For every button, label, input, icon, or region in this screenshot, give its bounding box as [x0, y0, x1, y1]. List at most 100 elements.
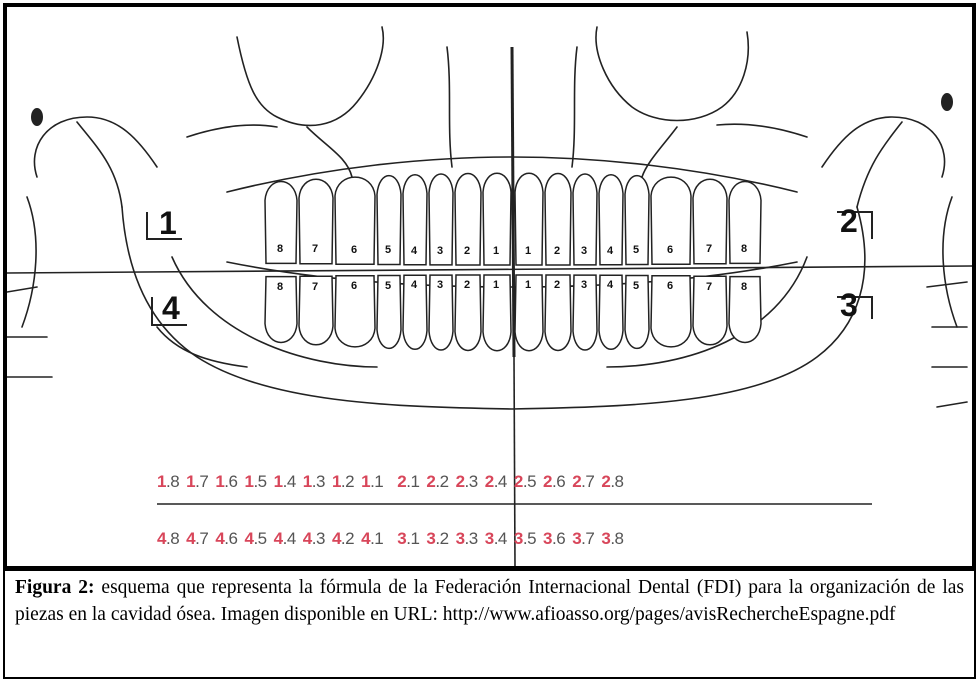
fdi-tooth-digit: .6 — [224, 472, 237, 491]
fdi-quadrant-digit: 1 — [361, 472, 370, 491]
fdi-code: 3.2 — [426, 529, 448, 549]
fdi-quadrant-digit: 1 — [157, 472, 166, 491]
fdi-tooth-digit: .7 — [195, 472, 208, 491]
fdi-quadrant-digit: 3 — [397, 529, 406, 548]
fdi-quadrant-digit: 4 — [274, 529, 283, 548]
fdi-tooth-digit: .2 — [435, 472, 448, 491]
fdi-quadrant-digit: 3 — [572, 529, 581, 548]
fdi-tooth-digit: .1 — [406, 529, 419, 548]
fdi-tooth-digit: .5 — [523, 472, 536, 491]
fdi-code: 2.7 — [572, 472, 594, 492]
fdi-tooth-digit: .2 — [435, 529, 448, 548]
fdi-code: 4.3 — [303, 529, 325, 549]
fdi-upper-row: 1.81.71.61.51.41.31.21.12.12.22.32.42.52… — [157, 472, 857, 492]
fdi-quadrant-digit: 1 — [186, 472, 195, 491]
fdi-tooth-digit: .7 — [195, 529, 208, 548]
fdi-quadrant-digit: 2 — [456, 472, 465, 491]
fdi-quadrant-digit: 2 — [572, 472, 581, 491]
tooth-number: 5 — [633, 280, 639, 292]
fdi-code: 3.4 — [485, 529, 507, 549]
tooth-number: 6 — [667, 280, 673, 292]
tooth-number: 4 — [411, 245, 417, 257]
fdi-code: 4.6 — [215, 529, 237, 549]
caption-text: esquema que representa la fórmula de la … — [15, 577, 964, 625]
fdi-quadrant-digit: 4 — [303, 529, 312, 548]
fdi-lower-row: 4.84.74.64.54.44.34.24.13.13.23.33.43.53… — [157, 529, 857, 549]
fdi-code: 4.8 — [157, 529, 179, 549]
fdi-code: 3.1 — [397, 529, 419, 549]
fdi-quadrant-digit: 3 — [601, 529, 610, 548]
fdi-code: 1.8 — [157, 472, 179, 492]
fdi-code: 2.5 — [514, 472, 536, 492]
fdi-tooth-digit: .2 — [341, 529, 354, 548]
caption-label: Figura 2: — [15, 577, 95, 598]
fdi-code: 2.8 — [601, 472, 623, 492]
tooth-number: 7 — [312, 281, 318, 293]
fdi-quadrant-digit: 4 — [157, 529, 166, 548]
tooth-number: 4 — [607, 245, 613, 257]
fdi-tooth-digit: .3 — [465, 529, 478, 548]
fdi-tooth-digit: .7 — [581, 472, 594, 491]
fdi-code: 2.2 — [426, 472, 448, 492]
fdi-code: 1.6 — [215, 472, 237, 492]
tooth-number: 6 — [351, 280, 357, 292]
fdi-tooth-digit: .1 — [406, 472, 419, 491]
fdi-tooth-digit: .8 — [610, 472, 623, 491]
fdi-quadrant-digit: 4 — [186, 529, 195, 548]
tooth-number: 2 — [464, 279, 470, 291]
fdi-tooth-digit: .3 — [312, 472, 325, 491]
tooth-number: 7 — [706, 281, 712, 293]
dental-diagram: 1 4 2 3 12345678123456781234567812345678… — [3, 3, 976, 571]
fdi-code: 1.4 — [274, 472, 296, 492]
tooth-number: 4 — [607, 279, 613, 291]
fdi-tooth-digit: .4 — [283, 529, 296, 548]
fdi-code: 4.7 — [186, 529, 208, 549]
tooth-number: 6 — [351, 244, 357, 256]
tooth-number: 1 — [493, 279, 499, 291]
tooth-number: 8 — [741, 281, 747, 293]
quadrant-1-label: 1 — [159, 207, 177, 239]
fdi-tooth-digit: .4 — [494, 529, 507, 548]
fdi-quadrant-digit: 3 — [456, 529, 465, 548]
fdi-code: 3.3 — [456, 529, 478, 549]
tooth-number: 8 — [741, 243, 747, 255]
tooth-number: 2 — [554, 245, 560, 257]
fdi-tooth-digit: .2 — [341, 472, 354, 491]
fdi-tooth-digit: .4 — [494, 472, 507, 491]
fdi-quadrant-digit: 1 — [332, 472, 341, 491]
tooth-number: 5 — [633, 244, 639, 256]
tooth-number: 2 — [464, 245, 470, 257]
fdi-tooth-digit: .1 — [370, 472, 383, 491]
tooth-number: 6 — [667, 244, 673, 256]
fdi-quadrant-digit: 4 — [332, 529, 341, 548]
fdi-quadrant-digit: 4 — [361, 529, 370, 548]
tooth-number: 3 — [437, 279, 443, 291]
fdi-code: 3.7 — [572, 529, 594, 549]
fdi-code: 3.6 — [543, 529, 565, 549]
tooth-number: 8 — [277, 243, 283, 255]
fdi-tooth-digit: .7 — [581, 529, 594, 548]
fdi-quadrant-digit: 1 — [274, 472, 283, 491]
fdi-quadrant-digit: 2 — [514, 472, 523, 491]
fdi-code: 2.3 — [456, 472, 478, 492]
fdi-tooth-digit: .4 — [283, 472, 296, 491]
fdi-code: 1.5 — [244, 472, 266, 492]
fdi-tooth-digit: .8 — [166, 529, 179, 548]
fdi-quadrant-digit: 1 — [303, 472, 312, 491]
tooth-number: 5 — [385, 280, 391, 292]
tooth-number: 1 — [493, 245, 499, 257]
fdi-tooth-digit: .5 — [523, 529, 536, 548]
fdi-quadrant-digit: 4 — [215, 529, 224, 548]
quadrant-4-label: 4 — [162, 292, 180, 324]
fdi-code: 1.7 — [186, 472, 208, 492]
fdi-code: 1.2 — [332, 472, 354, 492]
tooth-number: 3 — [581, 245, 587, 257]
figure-caption: Figura 2: esquema que representa la fórm… — [3, 566, 976, 679]
tooth-number: 3 — [437, 245, 443, 257]
fdi-code: 1.1 — [361, 472, 383, 492]
tooth-number: 1 — [525, 279, 531, 291]
fdi-tooth-digit: .8 — [166, 472, 179, 491]
fdi-tooth-digit: .5 — [253, 472, 266, 491]
fdi-code: 4.1 — [361, 529, 383, 549]
fdi-quadrant-digit: 2 — [485, 472, 494, 491]
